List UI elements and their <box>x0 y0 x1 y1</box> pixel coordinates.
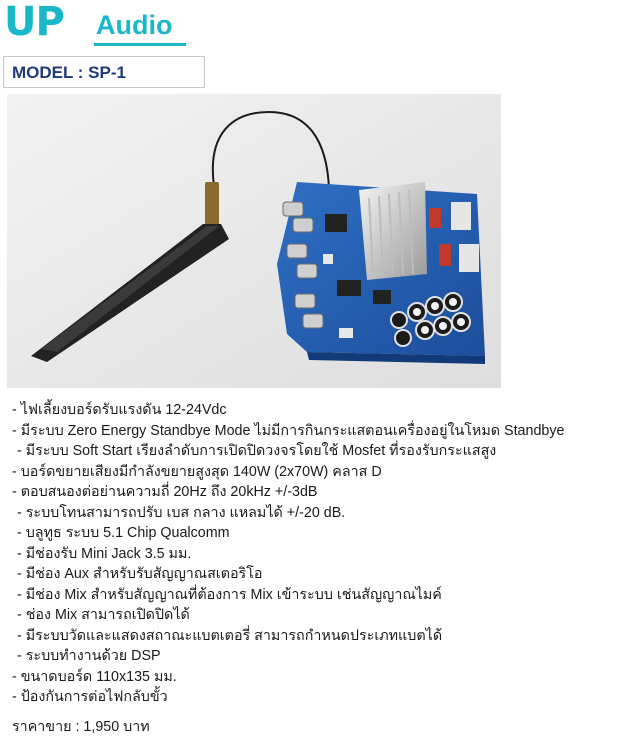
antenna <box>31 182 229 362</box>
spec-item: - มีช่อง Aux สำหรับรับสัญญาณสเตอริโอ <box>17 566 263 582</box>
spec-list: - ไฟเลี้ยงบอร์ดรับแรงดัน 12-24Vdc - มีระ… <box>12 400 617 708</box>
antenna-cable <box>211 110 330 190</box>
spec-item: - บอร์ดขยายเสียงมีกำลังขยายสูงสุด 140W (… <box>12 463 382 480</box>
model-label: MODEL : SP-1 <box>12 63 126 82</box>
spec-item: - ไฟเลี้ยงบอร์ดรับแรงดัน 12-24Vdc <box>12 402 227 418</box>
logo-underline <box>94 43 186 46</box>
amplifier-board <box>277 182 485 364</box>
spec-item: - ป้องกันการต่อไฟกลับขั้ว <box>12 689 168 705</box>
spec-item: - มีช่องรับ Mini Jack 3.5 มม. <box>17 545 192 562</box>
spec-item: - ตอบสนองต่อย่านความถี่ 20Hz ถึง 20kHz +… <box>12 484 318 500</box>
spec-item: - มีระบบวัดและแสดงสถาณะแบตเตอรี่ สามารถก… <box>17 627 443 644</box>
spec-item: - ขนาดบอร์ด 110x135 มม. <box>12 668 177 685</box>
product-photo <box>7 94 501 388</box>
spec-item: - ระบบทำงานด้วย DSP <box>17 648 161 664</box>
model-label-box: MODEL : SP-1 <box>3 56 205 88</box>
price-text: ราคาขาย : 1,950 บาท <box>12 719 150 735</box>
spec-item: - มีระบบ Zero Energy Standbye Mode ไม่มี… <box>12 422 565 439</box>
logo-audio-text: Audio <box>96 10 173 40</box>
logo-up-text: UP <box>4 0 65 45</box>
spec-item: - ระบบโทนสามารถปรับ เบส กลาง แหลมได้ +/-… <box>17 504 346 521</box>
spec-item: - บลูทูธ ระบบ 5.1 Chip Qualcomm <box>17 525 230 541</box>
spec-item: - มีระบบ Soft Start เรียงลำดับการเปิดปิด… <box>17 443 497 459</box>
brand-logo: UP Audio <box>4 2 194 48</box>
spec-item: - ช่อง Mix สามารถเปิดปิดได้ <box>17 607 190 623</box>
spec-item: - มีช่อง Mix สำหรับสัญญาณที่ต้องการ Mix … <box>17 586 442 603</box>
